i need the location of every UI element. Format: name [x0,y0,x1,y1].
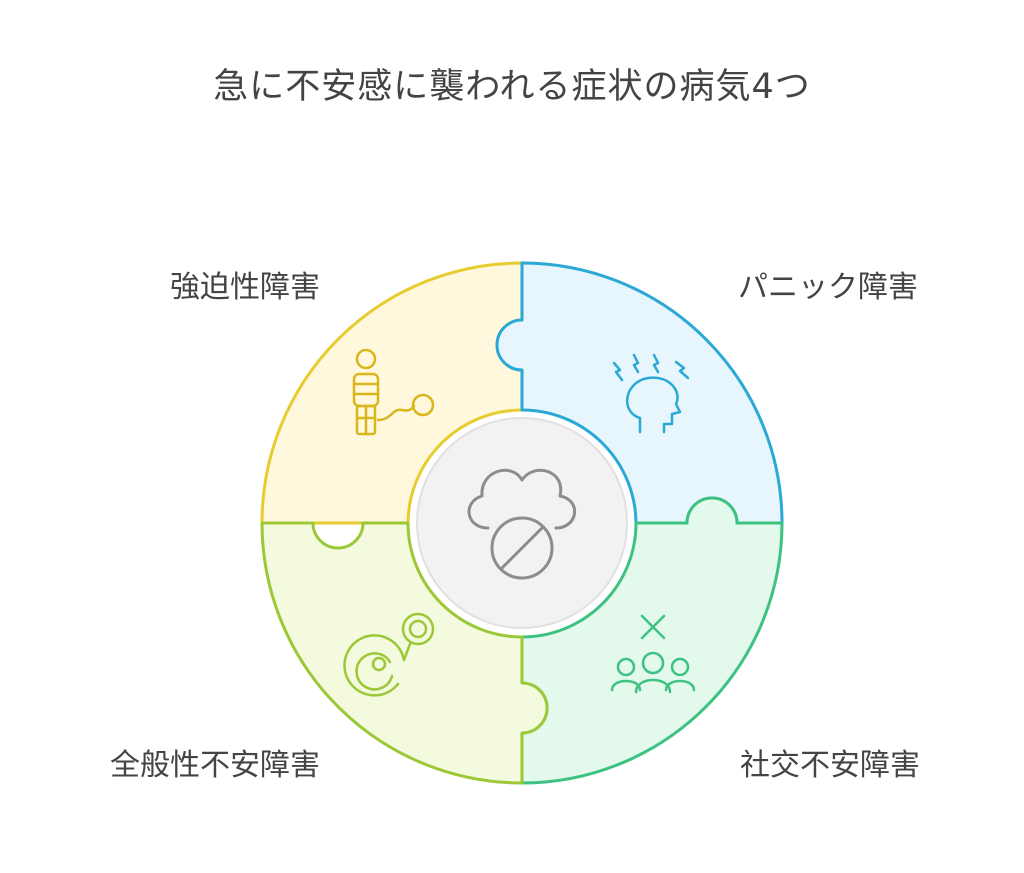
person-ball-chain-icon [352,348,435,436]
cloud-pill-icon [467,468,577,580]
label-social-anxiety: 社交不安障害 [740,748,920,783]
label-obsessive-compulsive: 強迫性障害 [170,270,320,305]
people-group-x-icon [610,614,696,694]
center-circle [416,417,628,629]
label-panic-disorder: パニック障害 [738,270,918,305]
worry-spiral-icon [343,612,435,697]
label-generalized-anxiety: 全般性不安障害 [110,748,320,783]
head-stress-icon [612,353,690,434]
page-title: 急に不安感に襲われる症状の病気4つ [213,67,811,107]
segment-generalized-anxiety [260,521,549,785]
